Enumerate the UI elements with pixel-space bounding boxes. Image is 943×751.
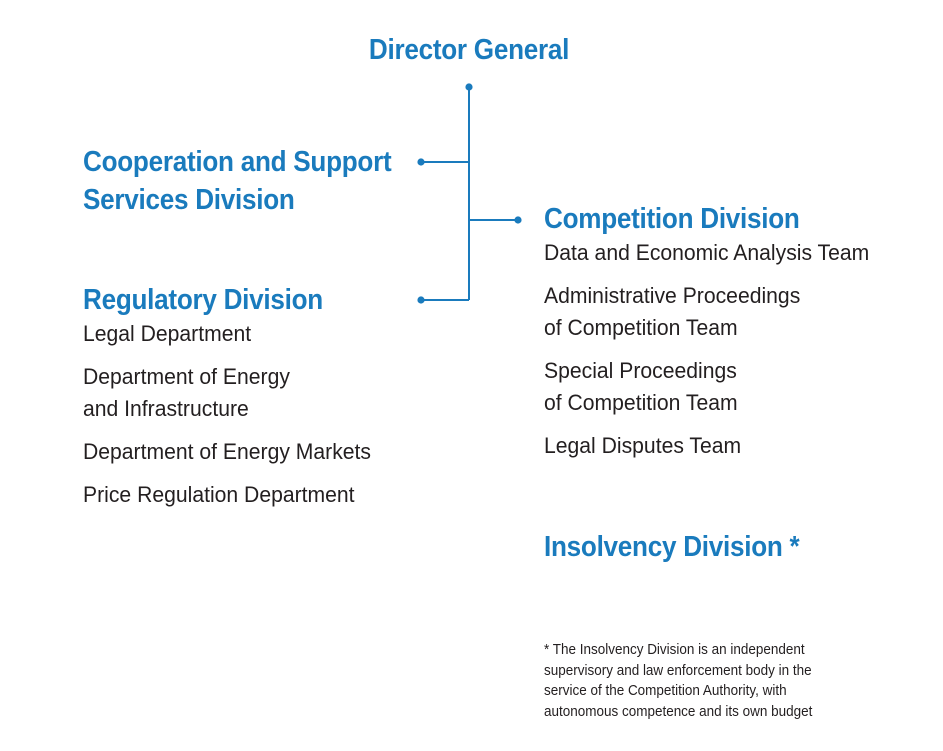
competition-node-dot	[514, 216, 522, 224]
competition-item-text: Data and Economic Analysis Team	[544, 240, 870, 265]
competition-item-text: Administrative Proceedings	[544, 283, 801, 308]
competition-item-text: Special Proceedings	[544, 358, 737, 383]
regulatory-item-text: Legal Department	[83, 321, 252, 346]
footnote-line: * The Insolvency Division is an independ…	[544, 642, 805, 658]
footnote: * The Insolvency Division is an independ…	[544, 640, 833, 722]
competition-item: Special Proceedings of Competition Team	[544, 355, 890, 419]
footnote-line: autonomous competence and its own budget	[544, 703, 813, 720]
regulatory-item-text: Department of Energy Markets	[83, 439, 372, 464]
competition-item: Administrative Proceedings of Competitio…	[544, 280, 890, 344]
cooperation-title-line1: Cooperation and Support	[83, 146, 392, 178]
regulatory-division: Regulatory Division Legal Department Dep…	[83, 281, 389, 522]
cooperation-division: Cooperation and Support Services Divisio…	[83, 143, 426, 219]
insolvency-title: Insolvency Division *	[544, 531, 800, 563]
competition-division: Competition Division Data and Economic A…	[544, 200, 890, 473]
director-general-title: Director General	[368, 34, 570, 66]
regulatory-item: Department of Energy and Infrastructure	[83, 361, 389, 425]
regulatory-item: Department of Energy Markets	[83, 436, 389, 468]
regulatory-title: Regulatory Division	[83, 284, 323, 316]
director-node-dot	[465, 83, 473, 91]
cooperation-title-line2: Services Division	[83, 184, 295, 216]
competition-item-text: of Competition Team	[544, 390, 738, 415]
footnote-line: service of the Competition Authority, wi…	[544, 683, 787, 699]
cooperation-node-dot	[417, 158, 425, 166]
regulatory-node-dot	[417, 296, 425, 304]
regulatory-item-text: Price Regulation Department	[83, 482, 355, 507]
regulatory-item: Legal Department	[83, 318, 389, 350]
regulatory-item-text: Department of Energy	[83, 364, 290, 389]
footnote-line: supervisory and law enforcement body in …	[544, 662, 812, 679]
regulatory-item-text: and Infrastructure	[83, 396, 249, 421]
competition-item-text: of Competition Team	[544, 315, 738, 340]
competition-item-text: Legal Disputes Team	[544, 433, 742, 458]
competition-item: Data and Economic Analysis Team	[544, 237, 890, 269]
competition-item: Legal Disputes Team	[544, 430, 890, 462]
competition-title: Competition Division	[544, 203, 800, 235]
regulatory-item: Price Regulation Department	[83, 479, 389, 511]
